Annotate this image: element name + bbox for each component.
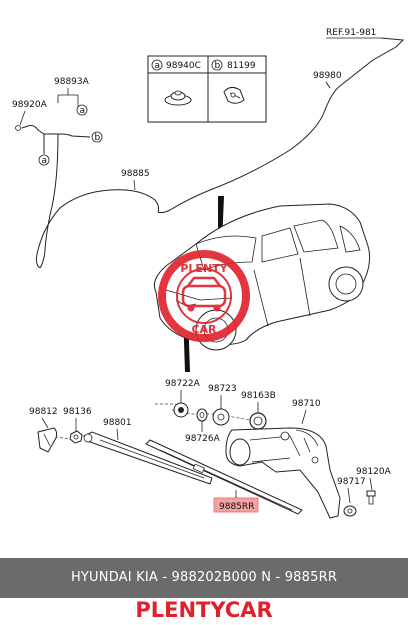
- label-98920A: 98920A: [12, 100, 48, 110]
- label-98136: 98136: [63, 407, 92, 417]
- cap-98722A: [173, 402, 189, 418]
- washer-98726A: [196, 408, 208, 422]
- hose-98893A-lower: [39, 133, 59, 269]
- callout-a-bottom: [38, 154, 50, 166]
- label-98726A: 98726A: [185, 434, 221, 444]
- label-98893A: 98893A: [54, 77, 90, 87]
- label-98812: 98812: [29, 407, 58, 417]
- leader-98120A: [369, 477, 373, 491]
- watermark-seal: PLENTY CAR: [158, 250, 250, 342]
- washer-98723: [212, 408, 230, 426]
- footer-part-numbers: HYUNDAI KIA - 988202B000 N - 9885RR: [70, 570, 338, 585]
- legend-a-circle: [151, 59, 163, 71]
- label-98710: 98710: [292, 399, 321, 409]
- legend-a-code: 98940C: [166, 61, 201, 71]
- label-98885: 98885: [121, 169, 150, 179]
- label-98801: 98801: [103, 418, 132, 428]
- ref-label: REF.91-981: [326, 28, 376, 38]
- callout-a-top: [76, 104, 88, 116]
- label-9885RR: 9885RR: [219, 502, 254, 512]
- hose-98980: [157, 59, 374, 214]
- legend-b-code: 81199: [227, 61, 256, 71]
- leader-98801: [116, 428, 119, 441]
- brand-name: PLENTYCAR: [135, 598, 273, 622]
- leader-98885: [133, 179, 136, 191]
- label-98723: 98723: [208, 384, 237, 394]
- callout-a-bottom-letter: a: [42, 156, 48, 166]
- wiper-arm-98801: [83, 431, 213, 485]
- legend-b-circle: [211, 59, 223, 71]
- grommet-icon: [164, 90, 192, 106]
- label-98722A: 98722A: [165, 379, 201, 389]
- motor-98710: [225, 427, 341, 519]
- wiper-blade-9885RR: [145, 439, 303, 515]
- leader-98710: [301, 409, 307, 425]
- callout-b-top: [91, 131, 103, 143]
- nozzle-98920A: [15, 125, 21, 131]
- legend-b-letter: b: [215, 61, 221, 71]
- hose-98885: [35, 189, 160, 269]
- car-illustration: [153, 203, 371, 351]
- leader-98812: [41, 417, 49, 429]
- label-98980: 98980: [313, 71, 342, 81]
- ref-leader: [372, 37, 405, 61]
- washer-98717: [343, 505, 357, 517]
- leader-98893A: [57, 88, 79, 110]
- clip-icon: [223, 86, 245, 104]
- leader-98717: [347, 487, 351, 504]
- legend-box: a 98940C b 81199: [147, 55, 267, 123]
- footer-bar: [0, 558, 408, 598]
- label-98120A: 98120A: [356, 467, 392, 477]
- bolt-98120A: [366, 490, 376, 505]
- hose-98893A-upper: [21, 125, 91, 138]
- nut-98136: [69, 430, 83, 444]
- callout-b-top-letter: b: [95, 133, 101, 143]
- watermark-top-text: PLENTY: [180, 262, 228, 275]
- watermark-bottom-text: CAR: [191, 323, 217, 336]
- grommet-98163B: [249, 412, 267, 430]
- callout-a-top-letter: a: [80, 106, 86, 116]
- hose-98980-leader: [325, 81, 331, 89]
- label-98163B: 98163B: [241, 391, 276, 401]
- leader-98920A: [19, 110, 26, 126]
- label-98717: 98717: [337, 477, 366, 487]
- legend-a-letter: a: [155, 61, 161, 71]
- cover-98812: [37, 427, 58, 453]
